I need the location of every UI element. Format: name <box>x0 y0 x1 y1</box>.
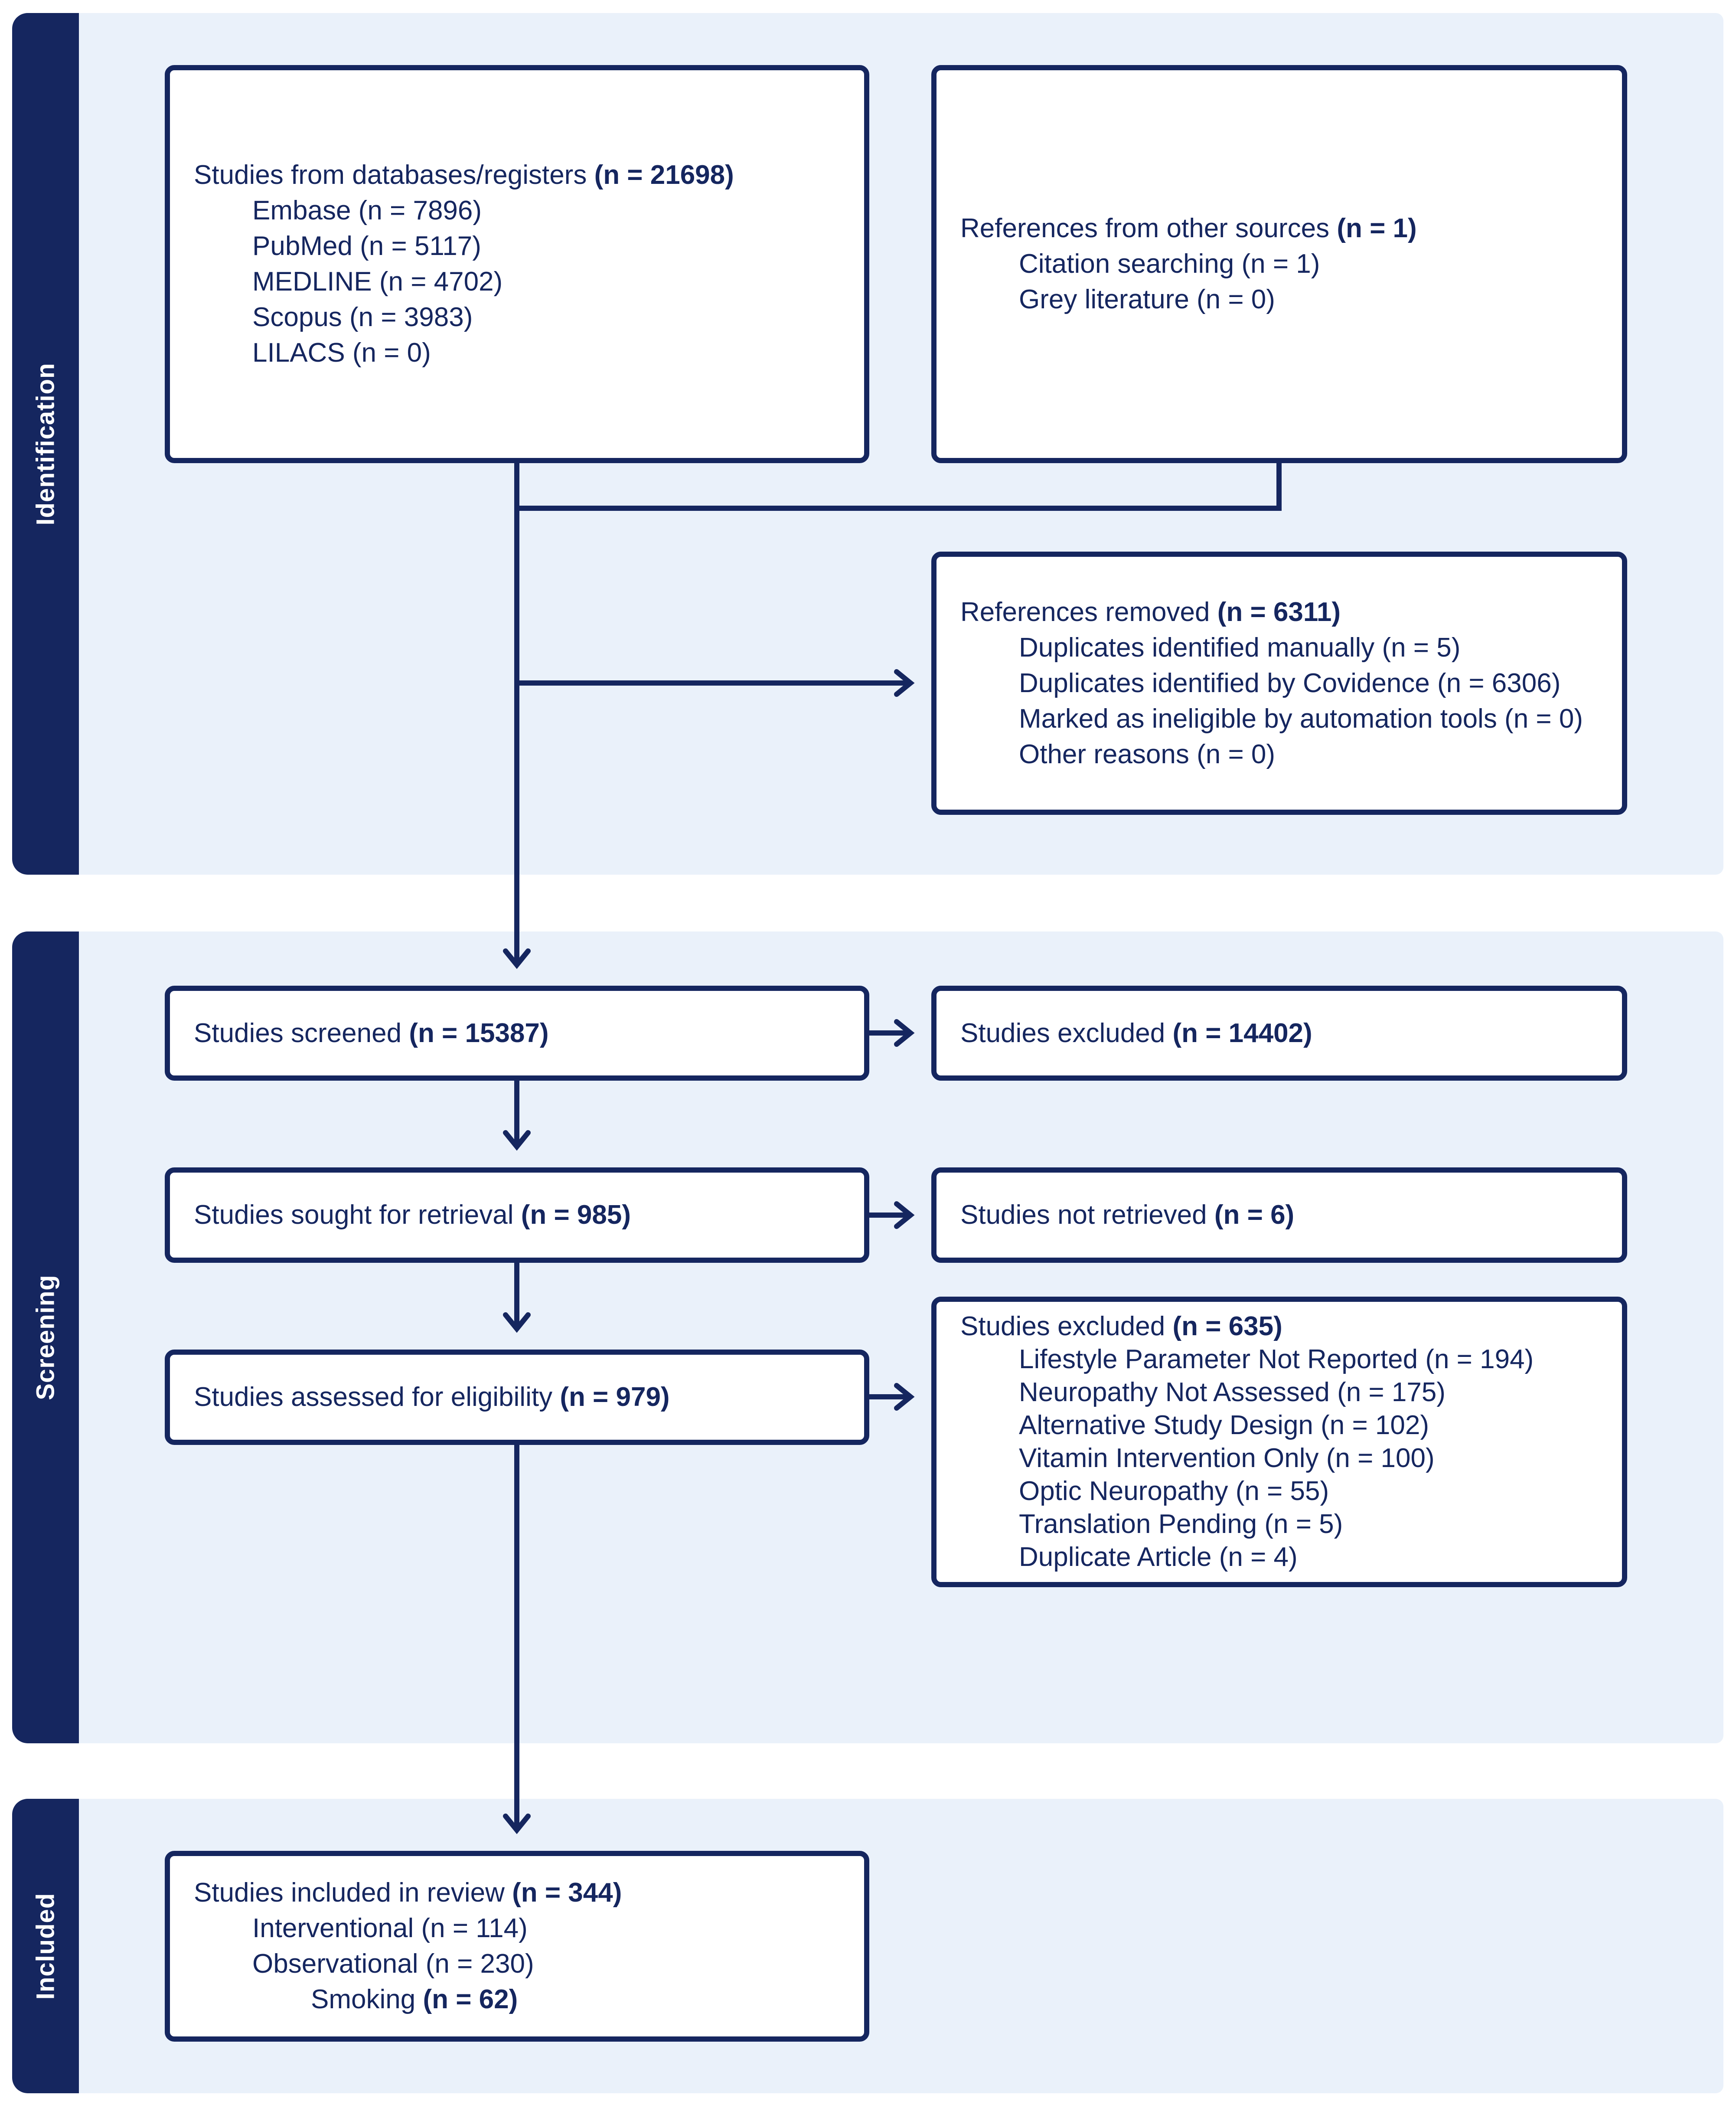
database-item: LILACS (n = 0) <box>252 338 431 368</box>
identification-tab: Identification <box>12 13 79 875</box>
box-title: Studies excluded (n = 14402) <box>960 1018 1312 1048</box>
box-studies-excluded-eligibility: Studies excluded (n = 635) Lifestyle Par… <box>931 1297 1627 1587</box>
included-smoking-item: Smoking (n = 62) <box>311 1984 518 2014</box>
box-studies-included: Studies included in review (n = 344) Int… <box>165 1851 869 2042</box>
box-title: References removed (n = 6311) <box>960 597 1341 627</box>
box-references-other-sources: References from other sources (n = 1) Ci… <box>931 65 1627 463</box>
removed-reason-item: Duplicates identified by Covidence (n = … <box>1019 668 1561 698</box>
box-studies-screened: Studies screened (n = 15387) <box>165 986 869 1081</box>
count-badge: (n = 344) <box>512 1878 622 1908</box>
source-item: Grey literature (n = 0) <box>1019 284 1275 314</box>
exclusion-reason-item: Vitamin Intervention Only (n = 100) <box>1019 1443 1435 1473</box>
included-type-item: Observational (n = 230) <box>252 1949 534 1979</box>
exclusion-reason-item: Translation Pending (n = 5) <box>1019 1509 1343 1539</box>
removed-reason-item: Other reasons (n = 0) <box>1019 739 1275 769</box>
exclusion-reason-item: Neuropathy Not Assessed (n = 175) <box>1019 1377 1446 1407</box>
count-badge: (n = 979) <box>560 1382 670 1412</box>
box-title: Studies excluded (n = 635) <box>960 1311 1282 1341</box>
count-badge: (n = 6311) <box>1217 597 1341 627</box>
removed-reason-item: Marked as ineligible by automation tools… <box>1019 703 1583 734</box>
box-studies-sought: Studies sought for retrieval (n = 985) <box>165 1167 869 1263</box>
box-title: Studies from databases/registers (n = 21… <box>194 160 734 190</box>
box-title: References from other sources (n = 1) <box>960 213 1417 243</box>
exclusion-reason-item: Optic Neuropathy (n = 55) <box>1019 1476 1329 1506</box>
count-badge: (n = 6) <box>1214 1200 1295 1230</box>
box-title: Studies included in review (n = 344) <box>194 1878 622 1908</box>
count-badge: (n = 15387) <box>409 1018 549 1048</box>
exclusion-reason-item: Alternative Study Design (n = 102) <box>1019 1410 1429 1440</box>
included-tab: Included <box>12 1799 79 2093</box>
source-item: Citation searching (n = 1) <box>1019 249 1320 279</box>
box-studies-excluded-screening: Studies excluded (n = 14402) <box>931 986 1627 1081</box>
count-badge: (n = 14402) <box>1172 1018 1312 1048</box>
exclusion-reason-item: Lifestyle Parameter Not Reported (n = 19… <box>1019 1344 1534 1374</box>
database-item: Embase (n = 7896) <box>252 196 482 226</box>
count-badge: (n = 985) <box>521 1200 631 1230</box>
box-title: Studies not retrieved (n = 6) <box>960 1200 1295 1230</box>
count-badge: (n = 635) <box>1172 1311 1282 1341</box>
count-badge: (n = 62) <box>423 1984 518 2014</box>
database-item: MEDLINE (n = 4702) <box>252 267 503 297</box>
exclusion-reason-item: Duplicate Article (n = 4) <box>1019 1542 1298 1572</box>
included-type-item: Interventional (n = 114) <box>252 1913 528 1943</box>
database-item: PubMed (n = 5117) <box>252 231 481 261</box>
box-title: Studies screened (n = 15387) <box>194 1018 549 1048</box>
box-studies-assessed: Studies assessed for eligibility (n = 97… <box>165 1350 869 1445</box>
box-references-removed: References removed (n = 6311) Duplicates… <box>931 552 1627 815</box>
database-item: Scopus (n = 3983) <box>252 302 473 332</box>
count-badge: (n = 21698) <box>594 160 734 190</box>
count-badge: (n = 1) <box>1337 213 1417 243</box>
box-studies-not-retrieved: Studies not retrieved (n = 6) <box>931 1167 1627 1263</box>
box-title: Studies assessed for eligibility (n = 97… <box>194 1382 670 1412</box>
screening-tab: Screening <box>12 931 79 1743</box>
box-title: Studies sought for retrieval (n = 985) <box>194 1200 631 1230</box>
box-studies-from-databases: Studies from databases/registers (n = 21… <box>165 65 869 463</box>
removed-reason-item: Duplicates identified manually (n = 5) <box>1019 632 1461 663</box>
